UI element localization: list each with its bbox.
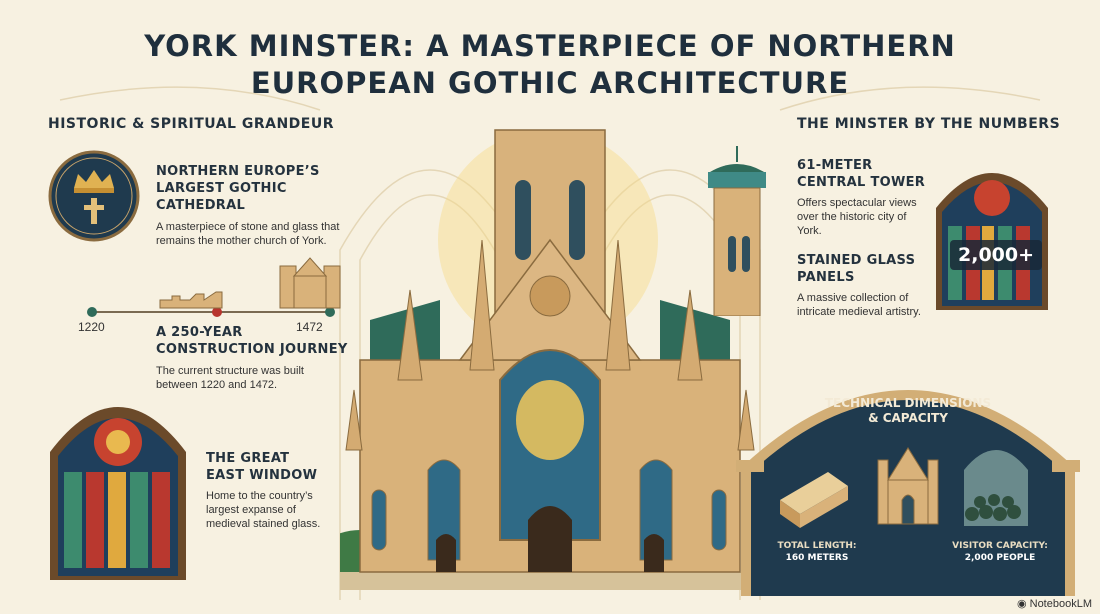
- construction-journey-desc-2: between 1220 and 1472.: [156, 379, 278, 391]
- visitor-capacity-value: 2,000 PEOPLE: [964, 553, 1036, 563]
- cathedral-outline-icon: [877, 447, 939, 525]
- largest-cathedral-desc-2: remains the mother church of York.: [156, 235, 327, 247]
- technical-heading-1: TECHNICAL DIMENSIONS: [824, 396, 992, 410]
- stained-glass-count-badge: 2,000+: [950, 240, 1043, 270]
- largest-cathedral-block: NORTHERN EUROPE’S LARGEST GOTHIC CATHEDR…: [156, 163, 366, 248]
- largest-cathedral-title-1: NORTHERN EUROPE’S: [156, 164, 320, 179]
- timeline-end-year: 1472: [296, 320, 323, 334]
- east-window-block: THE GREAT EAST WINDOW Home to the countr…: [206, 450, 346, 531]
- total-length-label: TOTAL LENGTH:: [777, 541, 857, 551]
- east-window-stained-glass-icon: [50, 407, 186, 580]
- construction-journey-block: A 250-YEAR CONSTRUCTION JOURNEY The curr…: [156, 324, 356, 392]
- central-tower-title-1: 61-METER: [797, 158, 873, 173]
- technical-heading: TECHNICAL DIMENSIONS & CAPACITY: [736, 396, 1080, 426]
- york-minster-illustration: [340, 129, 760, 590]
- technical-arch-frame: [736, 390, 1080, 596]
- total-length-stat: TOTAL LENGTH: 160 METERS: [772, 540, 862, 564]
- page-title-line1: YORK MINSTER: A MASTERPIECE OF NORTHERN: [144, 29, 956, 63]
- central-tower-desc-3: York.: [797, 225, 822, 237]
- watermark: ◉ NotebookLM: [1017, 597, 1092, 610]
- east-window-desc-2: largest expanse of: [206, 504, 296, 516]
- central-tower-title-2: CENTRAL TOWER: [797, 175, 926, 190]
- notebooklm-logo-icon: ◉: [1016, 598, 1030, 610]
- east-window-title-1: THE GREAT: [206, 451, 290, 466]
- mini-cathedral-icon: [279, 257, 341, 309]
- page-title-line2: EUROPEAN GOTHIC ARCHITECTURE: [250, 66, 850, 100]
- timeline-start-year: 1220: [78, 320, 105, 334]
- length-block-icon: [780, 472, 848, 528]
- timeline-start-marker: [87, 307, 97, 317]
- stained-glass-panel-icon: [936, 173, 1048, 310]
- east-window-desc-3: medieval stained glass.: [206, 518, 321, 530]
- ruins-icon: [159, 291, 223, 309]
- construction-journey-desc-1: The current structure was built: [156, 365, 304, 377]
- central-tower-desc-2: over the historic city of: [797, 211, 907, 223]
- central-tower-desc-1: Offers spectacular views: [797, 197, 917, 209]
- east-window-desc-1: Home to the country’s: [206, 490, 313, 502]
- visitor-capacity-label: VISITOR CAPACITY:: [952, 541, 1048, 551]
- stained-glass-desc-1: A massive collection of: [797, 292, 909, 304]
- east-window-title-2: EAST WINDOW: [206, 468, 318, 483]
- page-title: YORK MINSTER: A MASTERPIECE OF NORTHERN …: [0, 28, 1100, 102]
- total-length-value: 160 METERS: [785, 553, 849, 563]
- stained-glass-title-2: PANELS: [797, 270, 855, 285]
- construction-timeline: [87, 257, 341, 317]
- largest-cathedral-title-2: LARGEST GOTHIC CATHEDRAL: [156, 181, 287, 213]
- stained-glass-desc-2: intricate medieval artistry.: [797, 306, 921, 318]
- left-section-heading: HISTORIC & SPIRITUAL GRANDEUR: [48, 116, 334, 132]
- timeline-end-marker: [325, 307, 335, 317]
- crown-cross-icon: [48, 150, 140, 242]
- lantern-tower-icon: [708, 146, 766, 316]
- crowd-icon: [964, 450, 1028, 526]
- construction-journey-title-1: A 250-YEAR: [156, 325, 243, 340]
- right-section-heading: THE MINSTER BY THE NUMBERS: [797, 116, 1061, 132]
- timeline-mid-marker: [212, 307, 222, 317]
- stained-glass-title-1: STAINED GLASS: [797, 253, 916, 268]
- largest-cathedral-desc-1: A masterpiece of stone and glass that: [156, 221, 340, 233]
- stained-glass-block: STAINED GLASS PANELS A massive collectio…: [797, 252, 937, 319]
- watermark-text: NotebookLM: [1029, 598, 1092, 610]
- visitor-capacity-stat: VISITOR CAPACITY: 2,000 PEOPLE: [950, 540, 1050, 564]
- technical-heading-2: & CAPACITY: [868, 411, 948, 425]
- construction-journey-title-2: CONSTRUCTION JOURNEY: [156, 342, 348, 357]
- central-tower-block: 61-METER CENTRAL TOWER Offers spectacula…: [797, 157, 927, 238]
